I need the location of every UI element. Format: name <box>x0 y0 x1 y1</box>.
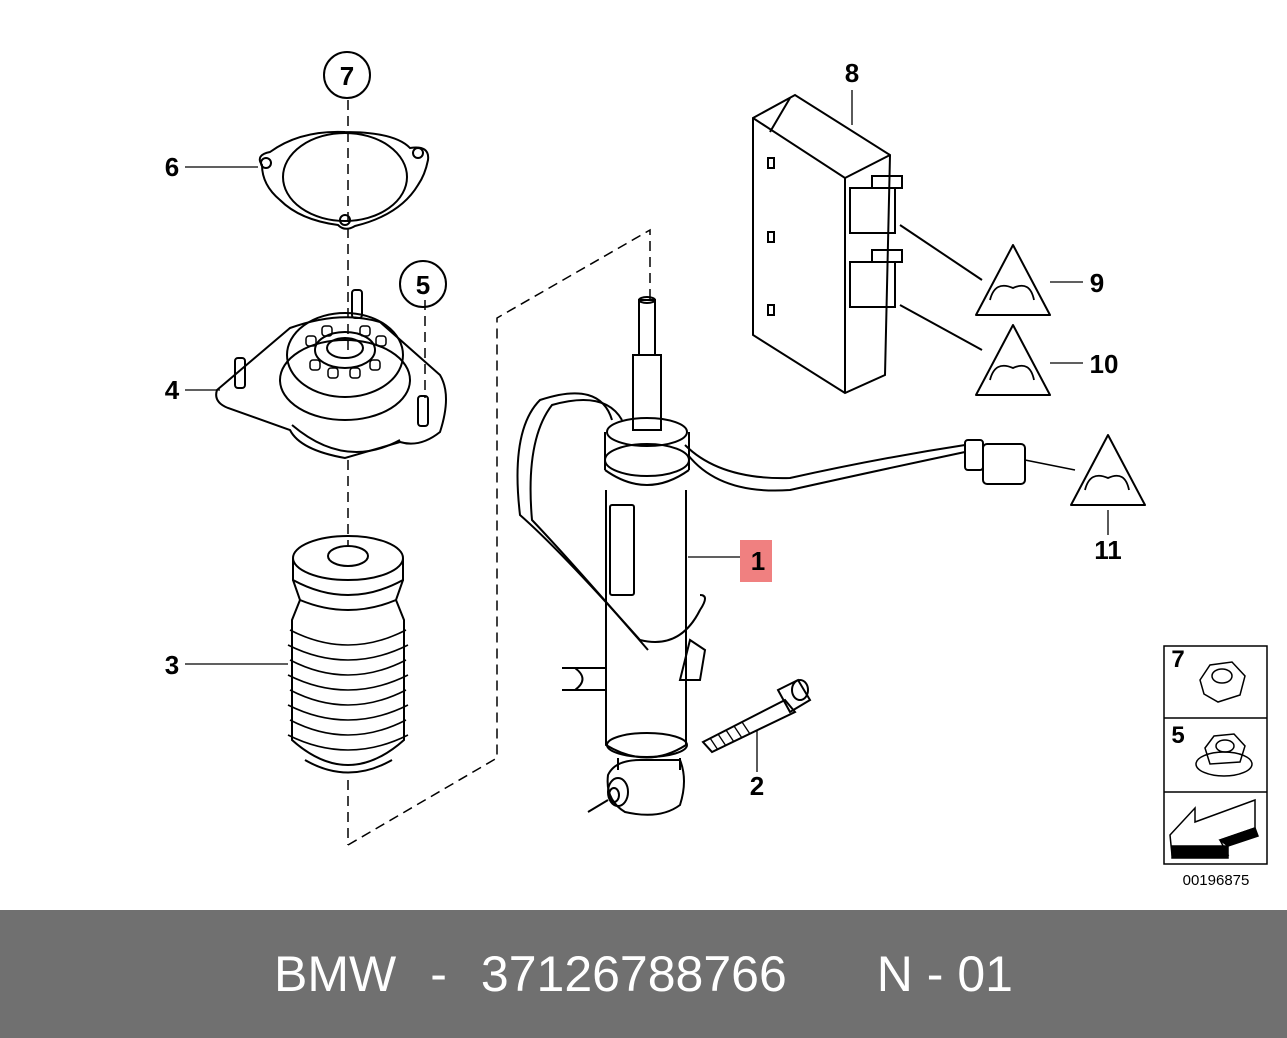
image-number: 00196875 <box>1183 872 1250 889</box>
flange-nut-icon <box>1195 733 1253 777</box>
part-1-highlight <box>740 540 772 582</box>
warning-triangle-11 <box>1070 434 1146 506</box>
shock-absorber-part-1[interactable] <box>516 296 1026 816</box>
callout-3: 3 <box>165 650 179 680</box>
control-unit-part-8 <box>752 93 983 395</box>
exploded-view-svg: 1 2 3 4 5 6 7 8 9 10 11 7 5 00196875 <box>165 51 1268 889</box>
bolt-part-2 <box>701 678 812 754</box>
legend-label-5: 5 <box>1171 722 1184 749</box>
legend-panel <box>1163 645 1268 865</box>
warning-triangle-9 <box>975 244 1051 316</box>
callout-9: 9 <box>1090 268 1104 298</box>
gasket-part-6 <box>258 130 430 230</box>
footer-code: N - 01 <box>876 946 1013 1002</box>
callout-8: 8 <box>845 58 859 88</box>
dashed-alignment-lines <box>347 100 651 846</box>
callout-circle-5 <box>399 260 447 308</box>
callout-2: 2 <box>750 771 764 801</box>
legend-label-7: 7 <box>1171 646 1184 673</box>
callout-7: 7 <box>340 61 354 91</box>
callout-11: 11 <box>1094 535 1122 565</box>
callout-circle-7 <box>323 51 371 99</box>
footer-brand: BMW <box>274 946 397 1002</box>
nut-icon <box>1199 661 1246 703</box>
footer-caption: BMW-37126788766 N - 01 <box>0 910 1287 1038</box>
warning-triangle-10 <box>975 324 1051 396</box>
footer-part-number: 37126788766 <box>480 946 787 1002</box>
callout-5: 5 <box>416 270 430 300</box>
callout-leader-lines <box>185 90 1109 772</box>
direction-arrow-icon <box>1169 798 1259 859</box>
bump-stop-boot-part-3 <box>287 535 409 774</box>
footer-separator: - <box>430 946 447 1002</box>
callout-10: 10 <box>1090 349 1119 379</box>
callout-4: 4 <box>165 375 180 405</box>
footer-bar: BMW-37126788766 N - 01 <box>0 910 1287 1038</box>
callout-1: 1 <box>751 546 765 576</box>
callout-6: 6 <box>165 152 179 182</box>
strut-mount-part-4 <box>215 289 447 460</box>
